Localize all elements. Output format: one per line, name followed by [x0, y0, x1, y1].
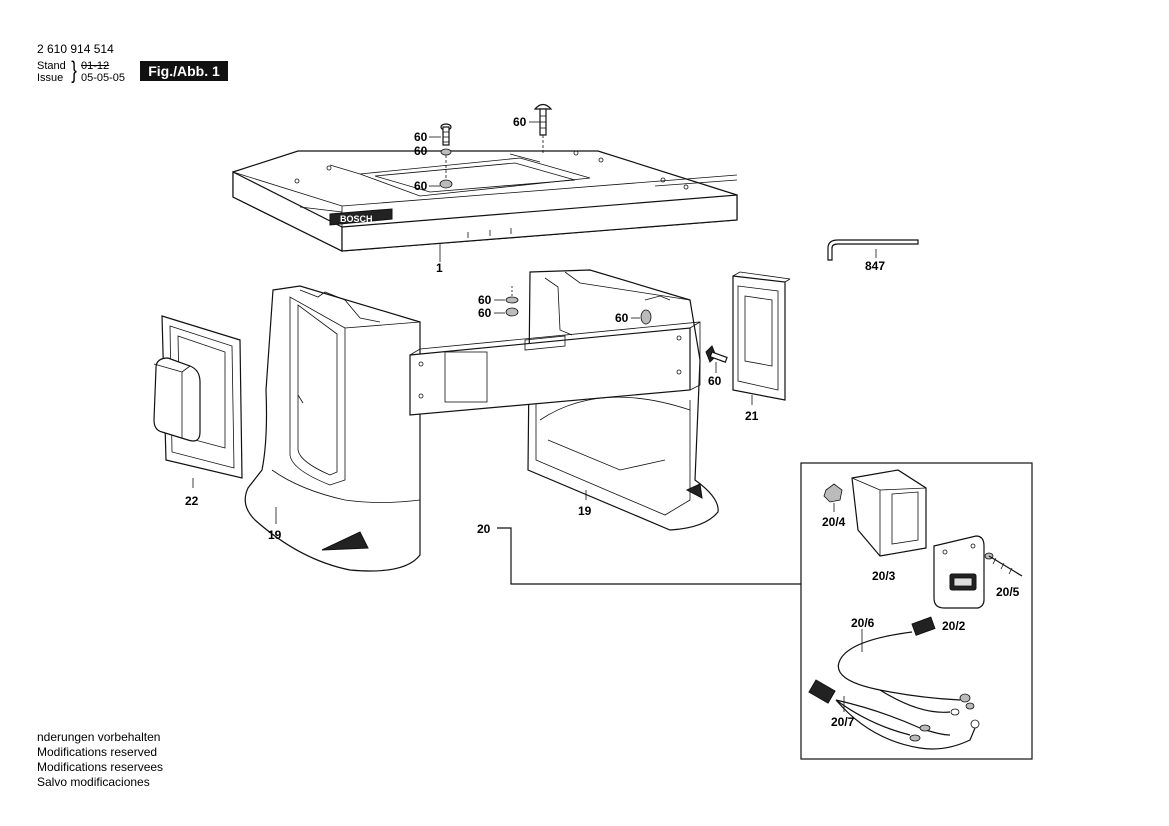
wire-harness-part	[808, 679, 980, 750]
callout-60: 60	[708, 374, 722, 388]
callout-20-5: 20/5	[996, 585, 1020, 599]
callout-20-2: 20/2	[942, 619, 966, 633]
callout-60: 60	[615, 311, 629, 325]
callout-20-7: 20/7	[831, 715, 855, 729]
left-leg-part	[244, 285, 421, 572]
notice-line: nderungen vorbehalten	[37, 730, 161, 744]
callout-20-6: 20/6	[851, 616, 875, 630]
notice-line: Modifications reservees	[37, 760, 164, 774]
callout-60: 60	[478, 293, 492, 307]
bolt-right	[705, 345, 728, 363]
brand-plate-text: BOSCH	[340, 214, 373, 224]
nut-top	[439, 179, 453, 189]
notice-line: Salvo modificaciones	[37, 775, 150, 789]
end-cap-22-part	[153, 315, 243, 479]
carriage-bolt-right	[533, 103, 553, 155]
brace-glyph: }	[71, 57, 77, 84]
washer-top	[440, 148, 452, 178]
notice-line: Modifications reserved	[37, 745, 158, 759]
callout-60: 60	[513, 115, 527, 129]
callout-60: 60	[414, 179, 428, 193]
cross-brace-panel	[409, 321, 701, 416]
callout-60: 60	[414, 144, 428, 158]
part-number: 2 610 914 514	[37, 42, 114, 56]
callout-20-3: 20/3	[872, 569, 896, 583]
switch-nut-part	[823, 483, 843, 503]
hex-key-part	[827, 239, 919, 261]
figure-label: Fig./Abb. 1	[140, 61, 228, 81]
callout-20-4: 20/4	[822, 515, 846, 529]
carriage-bolt-left	[440, 123, 452, 146]
switch-housing-part	[851, 469, 927, 557]
switch-screw-part	[984, 552, 1023, 577]
power-cord-part	[837, 616, 975, 716]
issue-label: Issue	[37, 72, 64, 84]
end-cap-21-part	[732, 271, 791, 401]
callout-22: 22	[185, 494, 199, 508]
modifications-notice: nderungen vorbehalten Modifications rese…	[37, 730, 163, 790]
switch-detail-box	[497, 462, 1033, 760]
bosch-brand-plate: BOSCH	[329, 208, 393, 226]
callout-60: 60	[478, 306, 492, 320]
switch-cover-part	[933, 535, 985, 609]
stand-date: 01-12	[81, 60, 110, 72]
callout-20: 20	[477, 522, 491, 536]
nut-mid	[505, 286, 519, 317]
leader-lines	[192, 121, 877, 712]
callout-21: 21	[745, 409, 759, 423]
washer-mid	[505, 296, 519, 304]
issue-date: 05-05-05	[81, 72, 126, 84]
stand-label: Stand	[37, 60, 66, 72]
callout-60: 60	[414, 130, 428, 144]
callout-19: 19	[268, 528, 282, 542]
callout-1: 1	[436, 261, 443, 275]
nut-right	[640, 309, 652, 325]
callout-19: 19	[578, 504, 592, 518]
callout-847: 847	[865, 259, 885, 273]
table-top-part	[232, 150, 738, 252]
